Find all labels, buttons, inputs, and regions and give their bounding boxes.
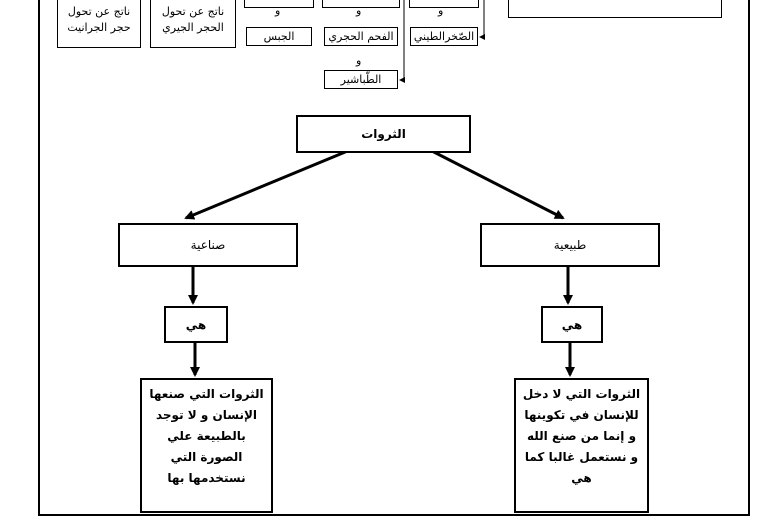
right-definition-text: الثروات التي لا دخل للإنسان في تكوينها و… bbox=[522, 387, 641, 485]
root-label: الثروات bbox=[361, 127, 406, 141]
charcoal-text: الفحم الحجري bbox=[328, 29, 394, 43]
gypsum-box: الجبس bbox=[246, 27, 312, 46]
charcoal-box: الفحم الحجري bbox=[324, 27, 398, 46]
arrow-root-right bbox=[429, 148, 565, 220]
granite-text: ناتج عن تحول حجر الجرانيت bbox=[67, 5, 131, 34]
left-is-label: هي bbox=[185, 317, 207, 332]
limestone-box: ناتج عن تحول الحجر الجيري bbox=[150, 0, 236, 48]
conj-2: و bbox=[356, 4, 362, 17]
top-box-5 bbox=[409, 0, 479, 8]
clay-text: الصّخرالطيني bbox=[413, 29, 475, 43]
left-category-label: صناعية bbox=[190, 238, 226, 252]
left-definition-box: الثروات التي صنعها الإنسان و لا توجد بال… bbox=[140, 378, 273, 513]
right-category-box: طبيعية bbox=[480, 223, 660, 267]
root-box: الثروات bbox=[296, 115, 471, 153]
arrow-root-left bbox=[184, 148, 351, 220]
top-box-3 bbox=[244, 0, 314, 8]
conj-3: و bbox=[438, 4, 444, 17]
limestone-text: ناتج عن تحول الحجر الجيري bbox=[161, 5, 225, 34]
top-box-6 bbox=[508, 0, 722, 18]
right-category-label: طبيعية bbox=[553, 238, 587, 252]
chalk-box: الطّباشير bbox=[324, 70, 398, 89]
conj-4: و bbox=[356, 54, 362, 67]
top-box-4 bbox=[322, 0, 400, 8]
granite-box: ناتج عن تحول حجر الجرانيت bbox=[57, 0, 141, 48]
right-is-box: هي bbox=[541, 306, 603, 343]
conj-1: و bbox=[275, 4, 281, 17]
left-is-box: هي bbox=[164, 306, 228, 343]
gypsum-text: الجبس bbox=[263, 29, 295, 43]
clay-box: الصّخرالطيني bbox=[410, 27, 478, 46]
left-category-box: صناعية bbox=[118, 223, 298, 267]
right-is-label: هي bbox=[561, 317, 583, 332]
left-definition-text: الثروات التي صنعها الإنسان و لا توجد بال… bbox=[149, 387, 264, 485]
connectors bbox=[184, 0, 575, 377]
right-definition-box: الثروات التي لا دخل للإنسان في تكوينها و… bbox=[514, 378, 649, 513]
chalk-text: الطّباشير bbox=[340, 72, 382, 86]
